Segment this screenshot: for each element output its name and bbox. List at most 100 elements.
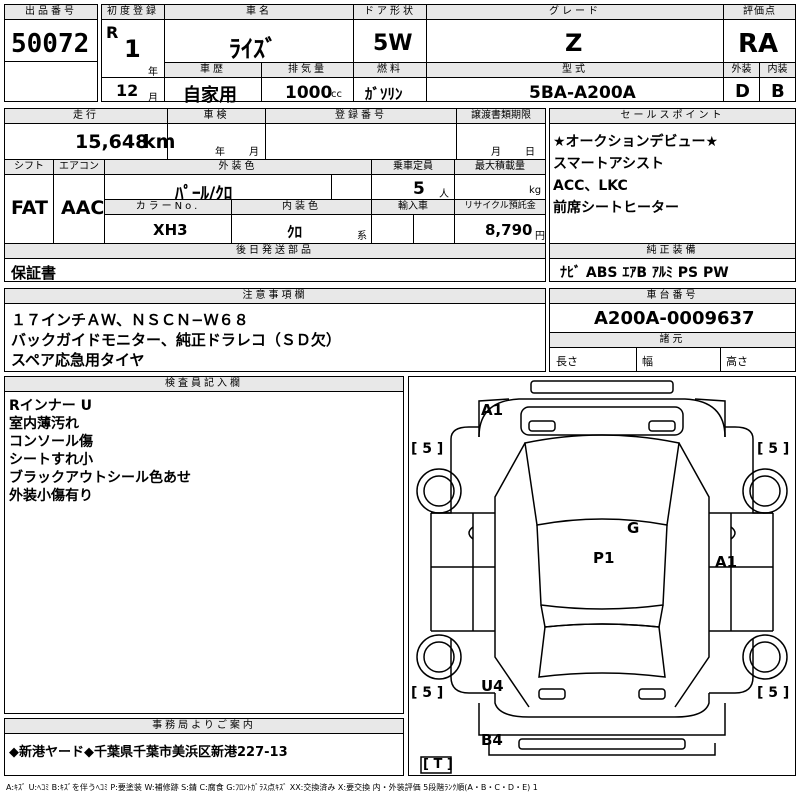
notes-label: 注意事項欄	[5, 289, 545, 304]
interior-label: 内装	[760, 63, 795, 78]
aircon-value: AAC	[61, 197, 105, 219]
tire-rr: [ 5 ]	[757, 685, 790, 701]
displacement-label: 排気量	[262, 63, 353, 78]
specs-label: 諸元	[550, 333, 795, 348]
spec-height: 高さ	[726, 355, 748, 368]
later-parts-label: 後日発送部品	[5, 244, 545, 259]
score-block: 評価点 RA 外装 内装 D B	[723, 4, 796, 102]
chassis-label: 車台番号	[550, 289, 795, 304]
history-value: 自家用	[183, 85, 237, 106]
capacity-label: 乗車定員	[372, 160, 454, 175]
door-label: ドア形状	[354, 5, 426, 20]
car-name-label: 車名	[165, 5, 353, 20]
car-diagram	[416, 380, 788, 774]
tire-trunk: [ T ]	[423, 757, 453, 772]
car-block: 車名 ﾗｲｽﾞ ドア形状 5W グレード Z 車歴 排気量 燃料 型式 自家用 …	[164, 4, 724, 106]
recycle-unit: 円	[535, 231, 545, 242]
mileage-label: 走行	[5, 109, 167, 124]
mileage-unit: km	[143, 131, 176, 153]
first-reg-month: 12	[116, 81, 139, 100]
tire-rl: [ 5 ]	[411, 685, 444, 701]
mark-a1-right: A1	[715, 553, 738, 571]
office-block: 事務局よりご案内 ◆新港ヤード◆千葉県千葉市美浜区新港227-13	[4, 718, 404, 776]
sales-line-4: 前席シートヒーター	[553, 200, 679, 216]
inspector-line-4: シートすれ小	[9, 452, 93, 468]
sales-points-label: セールスポイント	[550, 109, 795, 124]
capacity-unit: 人	[439, 189, 449, 200]
first-reg-era: R	[106, 23, 119, 42]
inspector-block: 検査員記入欄 Rインナー U 室内薄汚れ コンソール傷 シートすれ小 ブラックア…	[4, 376, 404, 714]
tire-fr: [ 5 ]	[757, 441, 790, 457]
inspector-line-3: コンソール傷	[9, 434, 93, 450]
fuel-label: 燃料	[354, 63, 426, 78]
mark-p1: P1	[593, 549, 615, 567]
sales-block: セールスポイント ★オークションデビュー★ スマートアシスト ACC、LKC 前…	[549, 108, 796, 282]
displacement-unit: cc	[331, 89, 342, 100]
ext-color-label: 外装色	[105, 160, 371, 175]
model-label: 型式	[427, 63, 723, 78]
first-reg-year-unit: 年	[148, 67, 158, 78]
shift-label: シフト	[5, 160, 53, 175]
sales-line-3: ACC、LKC	[553, 178, 628, 194]
displacement-value: 1000	[285, 83, 333, 103]
recycle-label: リサイクル預託金	[455, 200, 545, 215]
int-color-value: ｸﾛ	[287, 223, 303, 241]
fuel-value: ｶﾞｿﾘﾝ	[365, 85, 403, 103]
office-value: ◆新港ヤード◆千葉県千葉市美浜区新港227-13	[9, 745, 288, 760]
inspection-year-unit: 年	[215, 147, 225, 158]
lot-number: 50072	[11, 29, 90, 59]
equipment-label: 純正装備	[550, 244, 795, 259]
load-unit: kg	[529, 185, 542, 196]
mark-u4: U4	[481, 677, 504, 695]
color-no-value: XH3	[153, 221, 188, 239]
inspection-label: 車検	[168, 109, 265, 124]
model-value: 5BA-A200A	[529, 83, 636, 103]
lot-label: 出品番号	[5, 5, 97, 20]
office-label: 事務局よりご案内	[5, 719, 403, 734]
inspector-line-1: Rインナー U	[9, 398, 93, 414]
equipment-value: ﾅﾋﾞ ABS ｴｱB ｱﾙﾐ PS PW	[560, 265, 729, 281]
notes-line-3: スペア応急用タイヤ	[11, 351, 145, 369]
sales-line-2: スマートアシスト	[553, 156, 665, 172]
chassis-value: A200A-0009637	[594, 308, 755, 329]
aircon-label: エアコン	[54, 160, 104, 175]
detail-block: 走行 車検 登録番号 譲渡書類期限 15,648 km 年 月 月 日 シフト …	[4, 108, 546, 282]
spec-width: 幅	[642, 355, 653, 368]
door-value: 5W	[373, 31, 413, 56]
transfer-day-unit: 日	[525, 147, 535, 158]
legend-text: A:ｷｽﾞ U:ﾍｺﾐ B:ｷｽﾞを伴うﾍｺﾐ P:要塗装 W:補修跡 S:錆 …	[6, 783, 538, 792]
inspector-line-2: 室内薄汚れ	[9, 416, 79, 432]
sales-line-1: ★オークションデビュー★	[553, 134, 719, 150]
exterior-value: D	[735, 81, 750, 102]
interior-value: B	[771, 81, 785, 102]
int-color-label: 内装色	[232, 200, 371, 215]
inspector-line-6: 外装小傷有り	[9, 488, 93, 504]
mark-b4: B4	[481, 731, 503, 749]
damage-diagram: A1 G P1 A1 U4 B4 [ 5 ] [ 5 ] [ 5 ] [ 5 ]…	[408, 376, 796, 776]
notes-line-1: １７インチＡＷ、ＮＳＣＮ−Ｗ６８	[11, 311, 249, 329]
transfer-month-unit: 月	[491, 147, 501, 158]
tire-fl: [ 5 ]	[411, 441, 444, 457]
car-name: ﾗｲｽﾞ	[229, 35, 277, 63]
grade-label: グレード	[427, 5, 723, 20]
first-reg-year: 1	[124, 35, 141, 63]
first-reg-label: 初度登録	[102, 5, 164, 20]
inspection-month-unit: 月	[249, 147, 259, 158]
first-reg-month-unit: 月	[148, 93, 158, 104]
mark-g: G	[627, 519, 640, 537]
notes-line-2: バックガイドモニター、純正ドラレコ（ＳＤ欠）	[11, 331, 341, 349]
later-parts-value: 保証書	[11, 264, 57, 282]
recycle-value: 8,790	[485, 221, 533, 239]
score-value: RA	[738, 29, 779, 59]
import-label: 輸入車	[372, 200, 454, 215]
mileage-value: 15,648	[75, 131, 149, 153]
inspector-label: 検査員記入欄	[5, 377, 403, 392]
history-label: 車歴	[165, 63, 261, 78]
notes-block: 注意事項欄 １７インチＡＷ、ＮＳＣＮ−Ｗ６８ バックガイドモニター、純正ドラレコ…	[4, 288, 546, 372]
shift-value: FAT	[11, 197, 48, 219]
transfer-doc-label: 譲渡書類期限	[457, 109, 545, 124]
grade-value: Z	[565, 29, 583, 57]
spec-length: 長さ	[556, 355, 578, 368]
capacity-value: 5	[413, 179, 425, 199]
int-color-unit: 系	[357, 231, 367, 242]
